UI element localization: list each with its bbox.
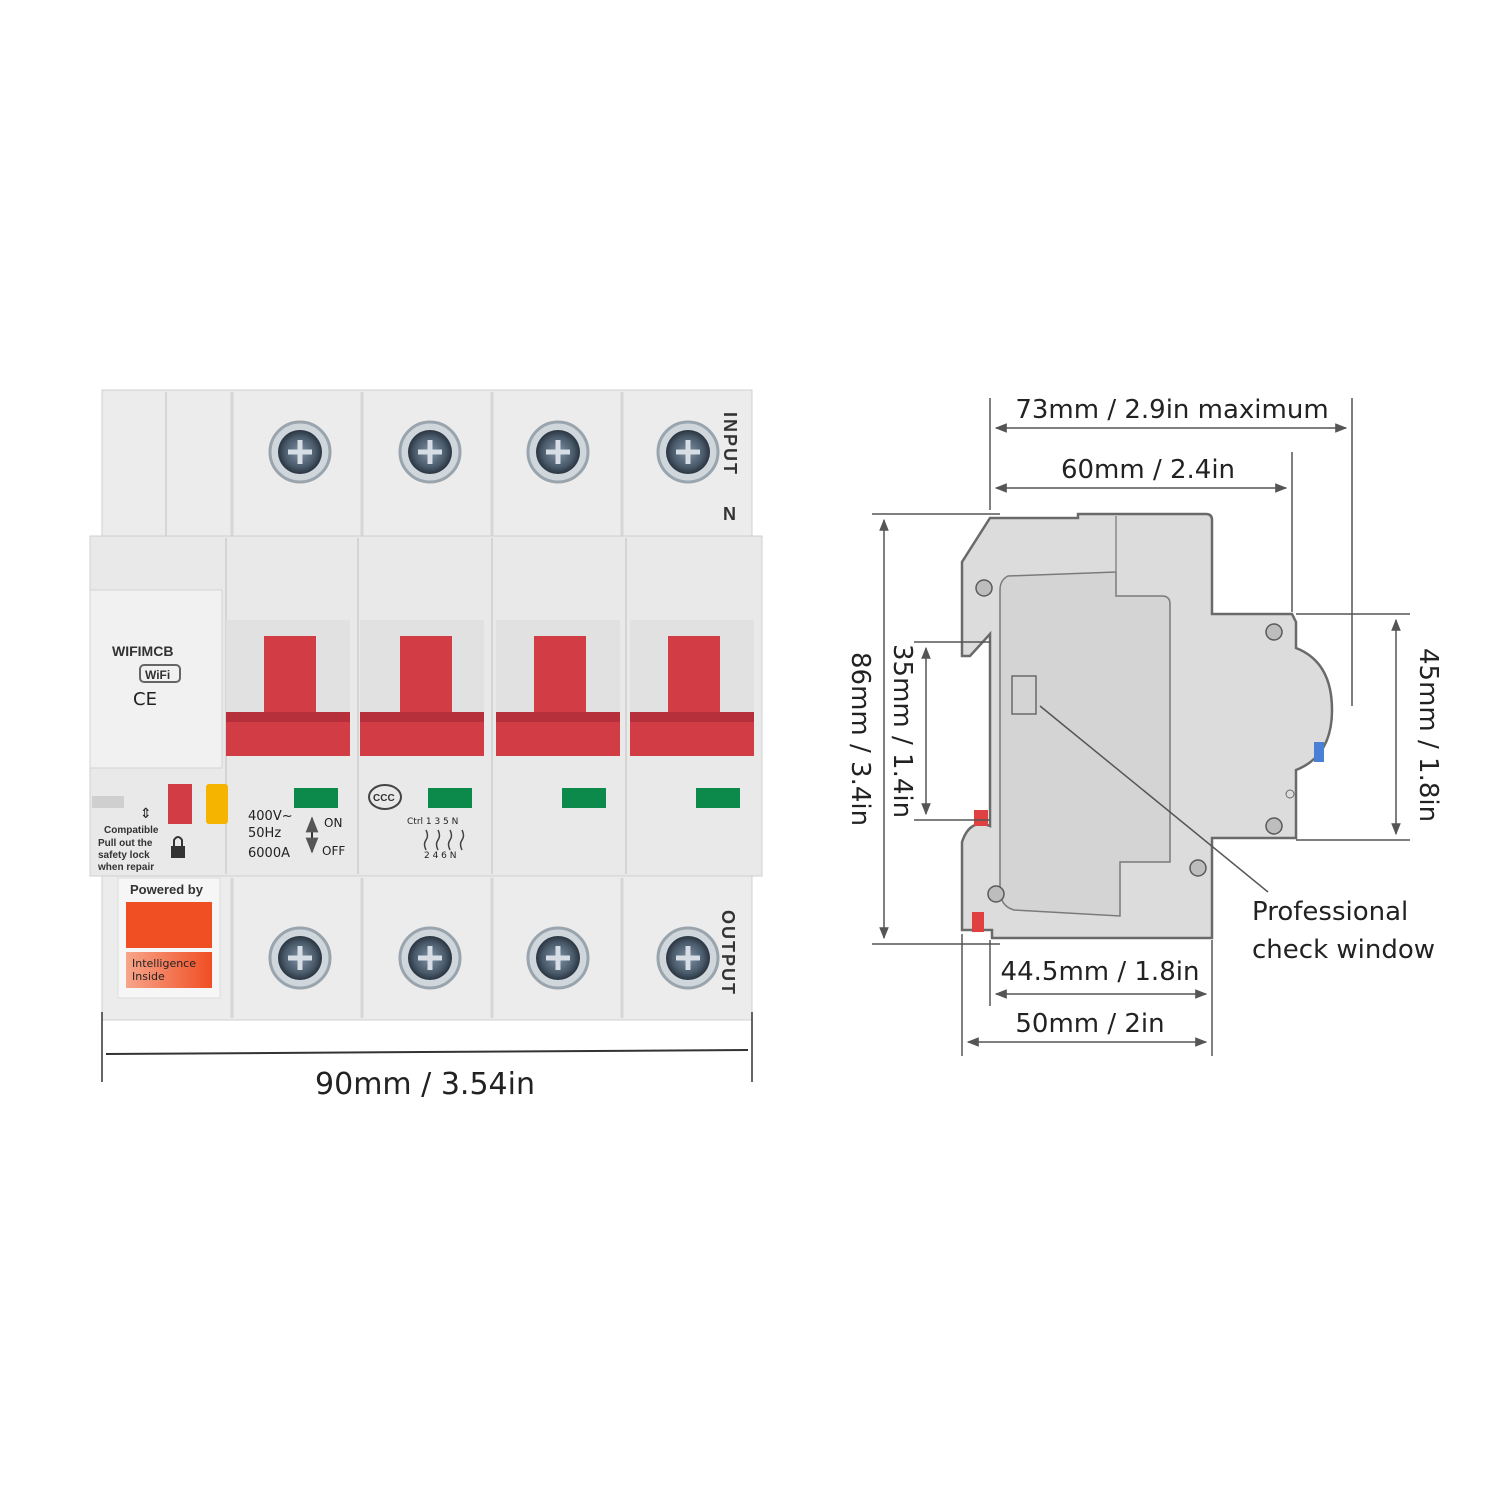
lock-tab-icon xyxy=(972,912,984,932)
svg-text:Pull out the: Pull out the xyxy=(98,838,153,849)
breaker-handle[interactable] xyxy=(496,620,620,756)
svg-text:Compatible: Compatible xyxy=(104,825,159,836)
arrow-updown-icon: ⇕ xyxy=(140,806,152,822)
lock-icon xyxy=(171,836,185,858)
screw-icon xyxy=(526,926,590,990)
terminal-top-label: Ctrl 1 3 5 N xyxy=(407,817,458,827)
inner-housing xyxy=(999,571,1171,917)
front-view: INPUT N WIFIMCB WiFi CE xyxy=(89,389,763,1102)
screw-icon xyxy=(398,420,462,484)
width-dimension: 90mm / 3.54in xyxy=(101,1012,753,1102)
status-indicator xyxy=(562,788,606,808)
screw-icon xyxy=(268,420,332,484)
dim-front-height xyxy=(1296,613,1410,841)
dim-rail xyxy=(914,641,990,821)
bottom-screws xyxy=(268,926,720,990)
output-label: OUTPUT xyxy=(718,910,738,996)
status-indicator xyxy=(294,788,338,808)
status-led xyxy=(92,796,124,808)
dim-max-depth-label: 73mm / 2.9in maximum xyxy=(1015,395,1328,425)
rating-capacity: 6000A xyxy=(248,846,290,861)
callout-leader xyxy=(1039,705,1269,893)
rating-frequency: 50Hz xyxy=(248,826,281,841)
intelligence-label: Intelligence xyxy=(132,957,196,970)
breaker-handle[interactable] xyxy=(630,620,754,756)
callout-line-2: check window xyxy=(1252,935,1435,965)
dim-rail-label: 35mm / 1.4in xyxy=(887,644,917,818)
powered-by-badge: Powered by Intelligence Inside xyxy=(117,877,221,999)
dim-base-depth-label: 50mm / 2in xyxy=(1015,1009,1164,1039)
check-window xyxy=(1011,675,1037,715)
lock-tab-icon xyxy=(974,810,988,826)
inside-label: Inside xyxy=(132,970,165,983)
wifi-module-panel xyxy=(89,589,223,769)
wifi-icon xyxy=(139,664,181,683)
neutral-label: N xyxy=(723,504,736,524)
screw-icon xyxy=(975,579,993,597)
svg-text:when repair: when repair xyxy=(97,862,154,873)
terminal-diagram xyxy=(423,829,465,851)
ccc-mark: CCC xyxy=(373,793,395,804)
status-indicator xyxy=(696,788,740,808)
screw-icon xyxy=(1189,859,1207,877)
safety-lock-red[interactable] xyxy=(168,784,192,824)
screw-icon xyxy=(1265,817,1283,835)
side-view: Professional check window 73mm / 2.9in m… xyxy=(845,395,1443,1056)
dim-max-depth xyxy=(989,398,1353,706)
terminal-bottom-label: 2 4 6 N xyxy=(424,851,457,861)
top-screws xyxy=(268,420,720,484)
breaker-handle[interactable] xyxy=(226,620,350,756)
dim-front-height-label: 45mm / 1.8in xyxy=(1413,648,1443,822)
breaker-handle[interactable] xyxy=(360,620,484,756)
ce-mark: CE xyxy=(133,689,157,710)
dim-height-label: 86mm / 3.4in xyxy=(845,652,875,826)
wifi-badge: WiFi xyxy=(145,668,170,682)
screw-icon xyxy=(268,926,332,990)
off-label: OFF xyxy=(322,844,345,858)
status-indicator xyxy=(428,788,472,808)
svg-text:safety lock: safety lock xyxy=(98,850,150,861)
breaker-handles xyxy=(226,620,754,756)
safety-lock-amber[interactable] xyxy=(206,784,228,824)
lock-note: Compatible Pull out the safety lock when… xyxy=(97,825,159,873)
screw-icon xyxy=(398,926,462,990)
brand-label: WIFIMCB xyxy=(112,643,173,659)
input-label: INPUT xyxy=(720,412,740,476)
screw-icon xyxy=(987,885,1005,903)
dim-height xyxy=(872,513,1000,945)
screw-icon xyxy=(1265,623,1283,641)
screw-icon xyxy=(656,420,720,484)
side-screws xyxy=(975,579,1283,903)
dim-body-depth-label: 44.5mm / 1.8in xyxy=(1001,957,1200,987)
dim-depth-label: 60mm / 2.4in xyxy=(1061,455,1235,485)
on-label: ON xyxy=(324,816,342,830)
blue-clip-icon xyxy=(1314,742,1324,762)
screw-icon xyxy=(526,420,590,484)
dim-depth xyxy=(994,452,1293,612)
ccc-mark-icon xyxy=(368,784,402,810)
rating-voltage: 400V~ xyxy=(248,809,293,824)
dim-base-depth xyxy=(961,934,1208,1056)
width-dimension-label: 90mm / 3.54in xyxy=(315,1067,535,1102)
dim-body-depth xyxy=(989,940,1213,1056)
screw-icon xyxy=(656,926,720,990)
callout-line-1: Professional xyxy=(1252,897,1408,927)
powered-by-label: Powered by xyxy=(130,882,204,897)
